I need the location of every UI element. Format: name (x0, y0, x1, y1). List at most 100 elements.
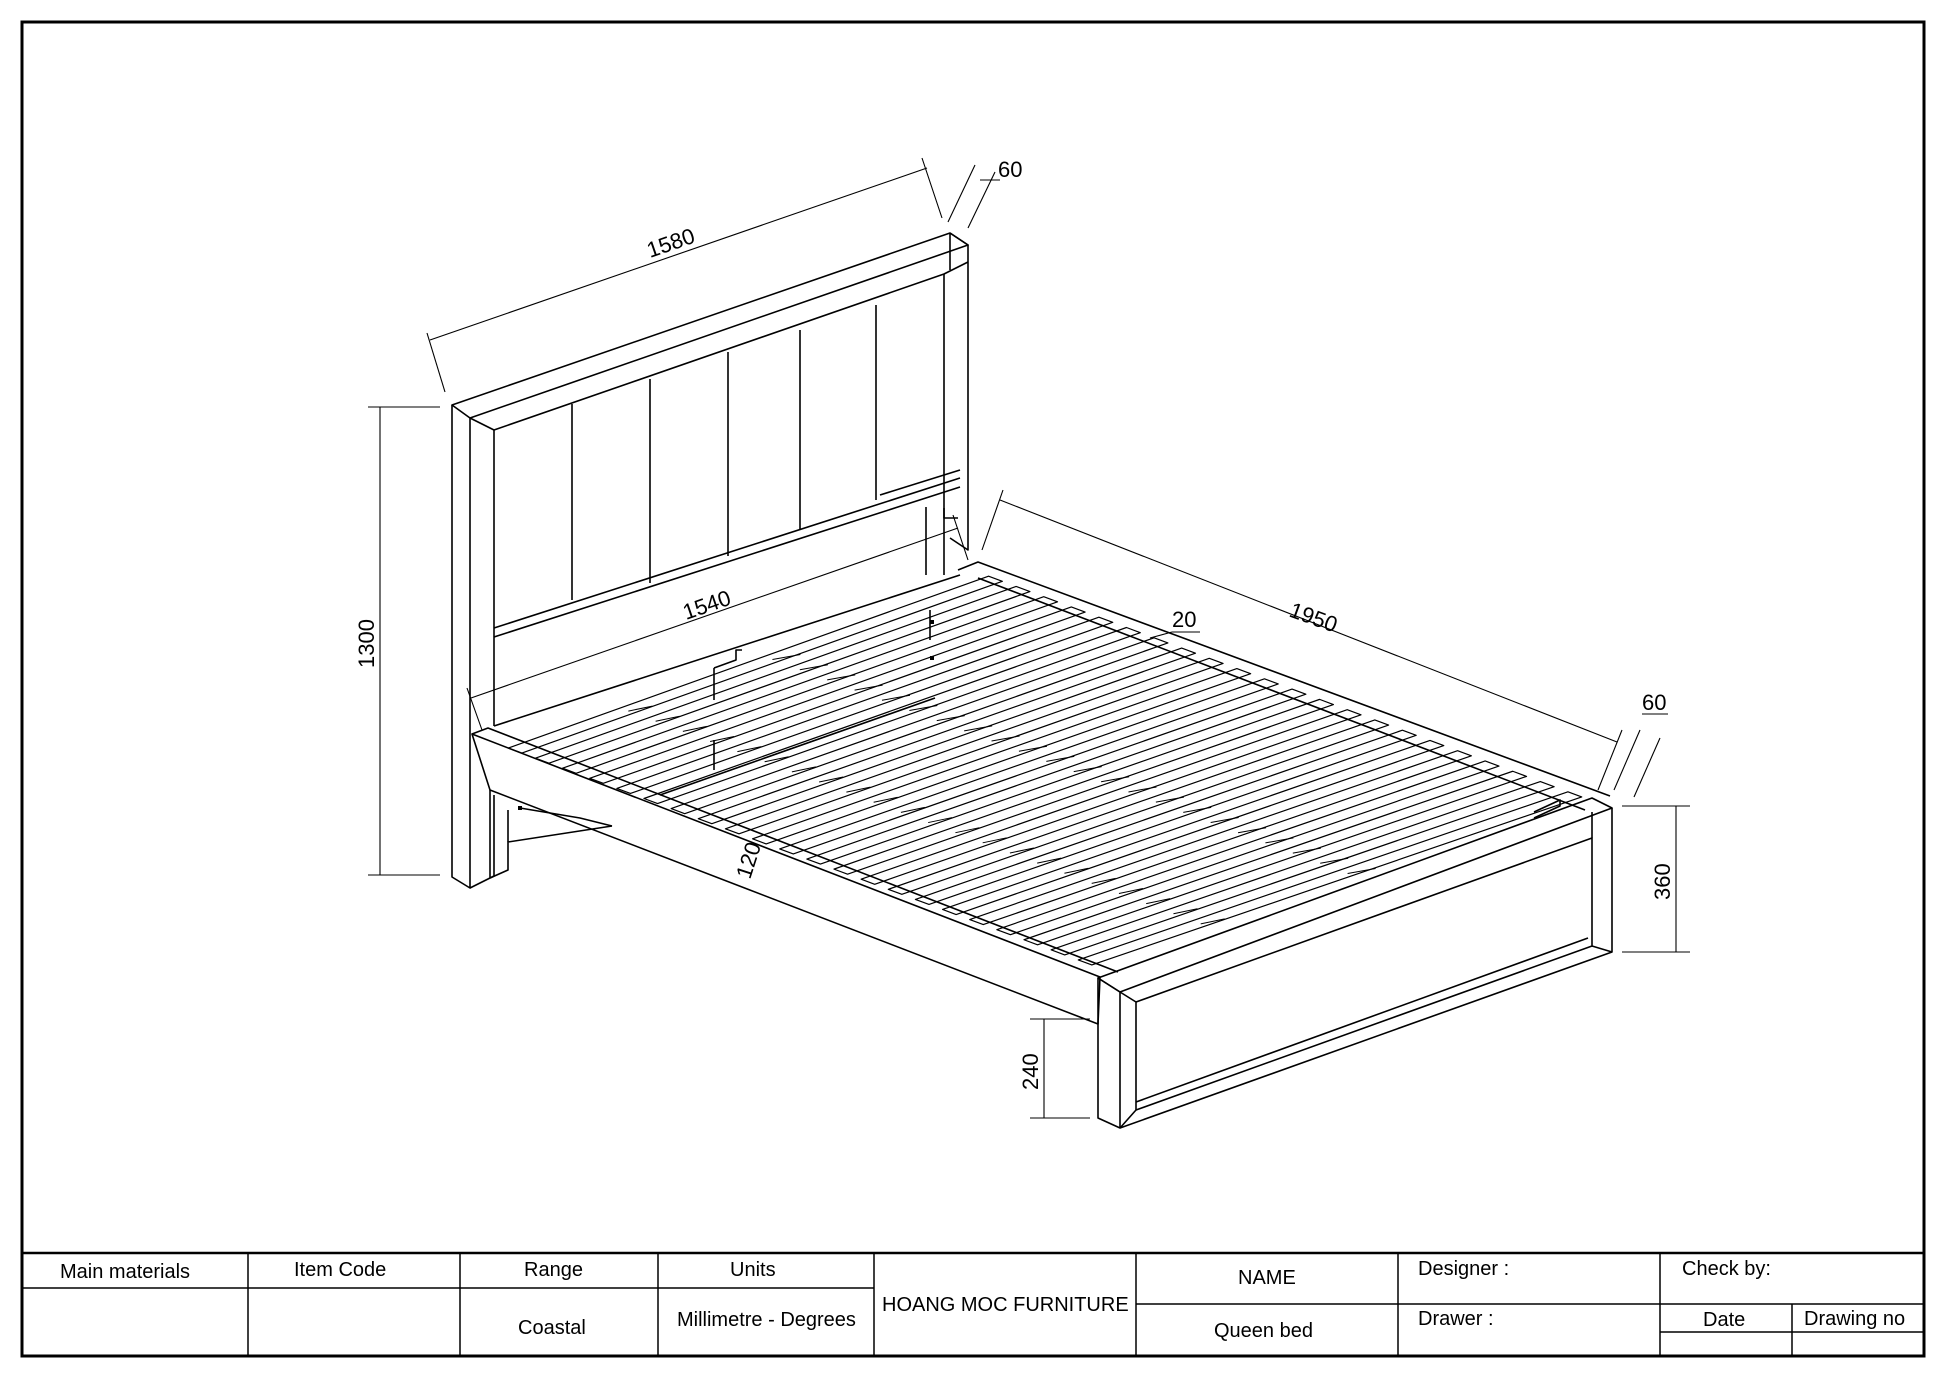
bed-slat (887, 719, 1390, 895)
title-block: Main materials Item Code Range Coastal U… (22, 1251, 1924, 1356)
slat-support-mark (1009, 847, 1035, 854)
dim-label-60-foot: 60 (1642, 690, 1666, 715)
bed-slat (833, 698, 1335, 875)
check-by-label: Check by: (1682, 1258, 1771, 1280)
slat-support-mark (1091, 877, 1116, 884)
bed-slat (860, 709, 1362, 885)
slat-support-mark (881, 694, 911, 701)
bed-slat (589, 606, 1086, 784)
bed-slat (616, 616, 1114, 795)
slat-support-mark (772, 654, 801, 661)
footboard-top-rail (1097, 797, 1613, 993)
dim-leg-height: 240 (1018, 1018, 1090, 1119)
slat-support-mark (1292, 847, 1321, 854)
bed-slat (779, 678, 1279, 855)
headboard-left-post (451, 405, 471, 889)
name-label: NAME (1238, 1267, 1296, 1289)
slat-support-mark (819, 776, 844, 783)
dim-side-rail-height: 120 (731, 839, 766, 882)
dim-label-1950: 1950 (1286, 597, 1341, 637)
slat-support-mark (964, 725, 993, 732)
dim-footboard-height: 360 (1622, 805, 1690, 953)
bed-slat (914, 729, 1417, 906)
slat-support-mark (682, 725, 707, 732)
slat-support-mark (936, 715, 965, 722)
headboard-top-rail (451, 232, 969, 419)
slat-support-mark (854, 684, 883, 691)
slat-support-mark (1237, 827, 1267, 834)
slat-support-mark (1265, 837, 1294, 844)
dim-footboard-thickness: 60 (1613, 690, 1668, 798)
bed-slat (751, 667, 1252, 845)
slat-support-mark (1073, 766, 1102, 773)
name-value: Queen bed (1214, 1320, 1313, 1342)
slat-support-mark (628, 705, 653, 712)
sheet-border (20, 20, 1926, 1358)
date-label: Date (1703, 1309, 1745, 1331)
slat-support-mark (955, 827, 980, 834)
drawer-label: Drawer : (1418, 1308, 1494, 1330)
slat-support-mark (928, 817, 953, 824)
main-materials-label: Main materials (60, 1261, 190, 1283)
slat-support-mark (982, 837, 1007, 844)
item-code-label: Item Code (294, 1259, 386, 1281)
headboard (451, 232, 969, 889)
slat-support-mark (1018, 745, 1048, 752)
slat-support-mark (737, 746, 762, 753)
bed-slat (806, 688, 1307, 865)
dim-headboard-height: 1300 (354, 406, 440, 876)
slat-support-mark (1118, 888, 1144, 894)
bed-slat (561, 596, 1059, 774)
dim-headboard-width: 1580 (426, 157, 943, 393)
bed-slat (643, 626, 1141, 805)
dim-label-1540: 1540 (679, 585, 733, 625)
headboard-right-post-top (949, 232, 969, 551)
slat-support-mark (827, 674, 856, 681)
drawing-no-label: Drawing no (1804, 1308, 1905, 1330)
bed-slat (507, 575, 1003, 754)
slat-support-mark (799, 664, 828, 671)
bed-drawing (451, 232, 1613, 1129)
slat-support-mark (1155, 796, 1184, 803)
dim-label-1300: 1300 (354, 619, 379, 668)
bed-slat (996, 760, 1500, 936)
slat-support-mark (655, 715, 680, 722)
slat-support-mark (1101, 776, 1130, 783)
slat-support-mark (873, 796, 898, 803)
units-label: Units (730, 1259, 776, 1281)
slat-group (507, 575, 1583, 966)
slat-support-mark (1046, 755, 1075, 762)
dim-slat-thickness: 20 (1149, 607, 1200, 639)
slat-support-mark (1183, 806, 1212, 813)
slat-support-mark (1200, 918, 1225, 925)
slat-support-mark (1146, 898, 1171, 905)
units-value: Millimetre - Degrees (677, 1309, 856, 1331)
dim-label-120: 120 (731, 839, 766, 882)
slat-support-mark (1347, 867, 1376, 874)
bed-slat (1050, 780, 1555, 956)
right-side-rail (957, 561, 1611, 811)
slat-support-mark (1173, 908, 1198, 915)
footboard-left-leg (1097, 977, 1121, 1129)
bed-slat (724, 657, 1224, 835)
dim-label-60-head: 60 (998, 157, 1022, 182)
slat-support-mark (900, 806, 925, 813)
bed-slat (670, 637, 1169, 815)
dim-label-20: 20 (1172, 607, 1196, 632)
designer-label: Designer : (1418, 1258, 1509, 1280)
footboard (1097, 797, 1613, 1129)
slat-support-mark (909, 704, 938, 711)
slat-support-mark (1037, 857, 1062, 864)
bed-slat (969, 750, 1472, 926)
dim-label-360: 360 (1650, 863, 1675, 900)
slat-support-mark (1064, 867, 1089, 874)
company-name: HOANG MOC FURNITURE (882, 1294, 1129, 1316)
slat-support-mark (1320, 857, 1349, 864)
slat-support-mark (1128, 786, 1157, 793)
slat-support-mark (1210, 817, 1239, 824)
bed-slat (1023, 770, 1528, 946)
left-side-rail (471, 727, 1119, 1025)
dim-label-240: 240 (1018, 1053, 1043, 1090)
dim-inner-width: 1540 (466, 514, 969, 731)
